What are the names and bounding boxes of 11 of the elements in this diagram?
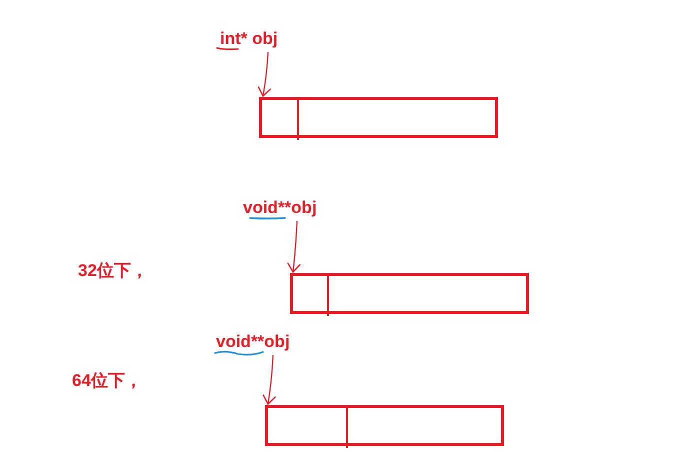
declaration-label: void**obj: [216, 332, 290, 352]
memory-bar: [290, 273, 529, 314]
arrow: [262, 354, 276, 405]
memory-bar: [259, 97, 498, 138]
note-text: 64位下，: [72, 371, 142, 391]
declaration-label: int* obj: [220, 29, 278, 49]
arrow: [287, 220, 301, 273]
note-text: 32位下，: [78, 261, 148, 281]
arrow: [258, 52, 271, 97]
memory-bar: [265, 405, 504, 446]
declaration-label: void**obj: [243, 198, 317, 218]
